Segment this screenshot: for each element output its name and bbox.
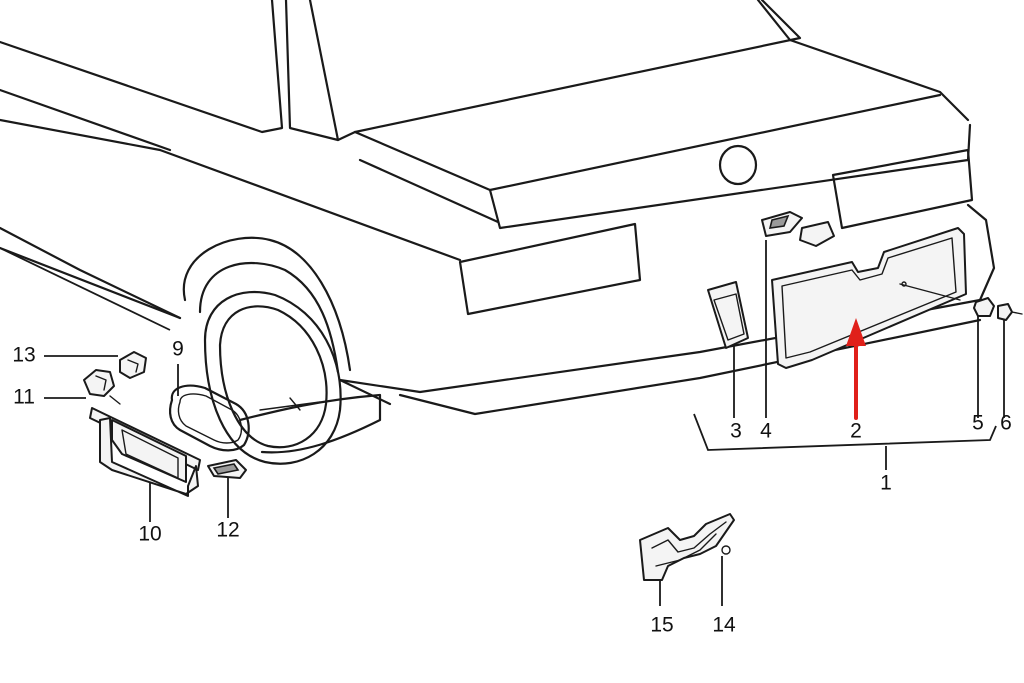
callout-6: 6 (1000, 412, 1012, 435)
callout-4: 4 (760, 420, 772, 443)
part-10-light-housing (89, 407, 201, 497)
callout-11: 11 (13, 386, 35, 409)
part-12-clip (207, 459, 247, 479)
part-3-bracket (707, 281, 749, 349)
fuel-cap (718, 144, 758, 186)
callout-14: 14 (712, 614, 736, 637)
part-2-license-plate-base (771, 227, 967, 369)
red-indicator-arrow (846, 318, 866, 420)
callout-10: 10 (138, 523, 161, 546)
callout-12: 12 (216, 519, 239, 542)
callout-9: 9 (172, 338, 184, 361)
car-body-outline (0, 0, 996, 465)
part-11-bulb-socket (83, 369, 121, 405)
part-6-screw (997, 303, 1023, 321)
callout-13: 13 (12, 344, 35, 367)
callout-5: 5 (972, 412, 984, 435)
leader-lines (0, 240, 1005, 606)
part-5-nut (973, 297, 995, 317)
part-4-lamp-holder (761, 211, 835, 247)
part-9-gasket (169, 384, 250, 452)
callout-3: 3 (730, 420, 742, 443)
part-14-fastener (721, 545, 731, 555)
callout-1: 1 (880, 472, 892, 495)
callout-2: 2 (850, 420, 862, 443)
callout-labels: 13 11 9 10 12 3 4 2 5 6 1 15 14 (12, 338, 1012, 637)
rear-wheel (203, 290, 342, 465)
part-15-trim-bracket (639, 513, 735, 581)
part-13-bulb (119, 351, 147, 379)
callout-15: 15 (650, 614, 673, 637)
